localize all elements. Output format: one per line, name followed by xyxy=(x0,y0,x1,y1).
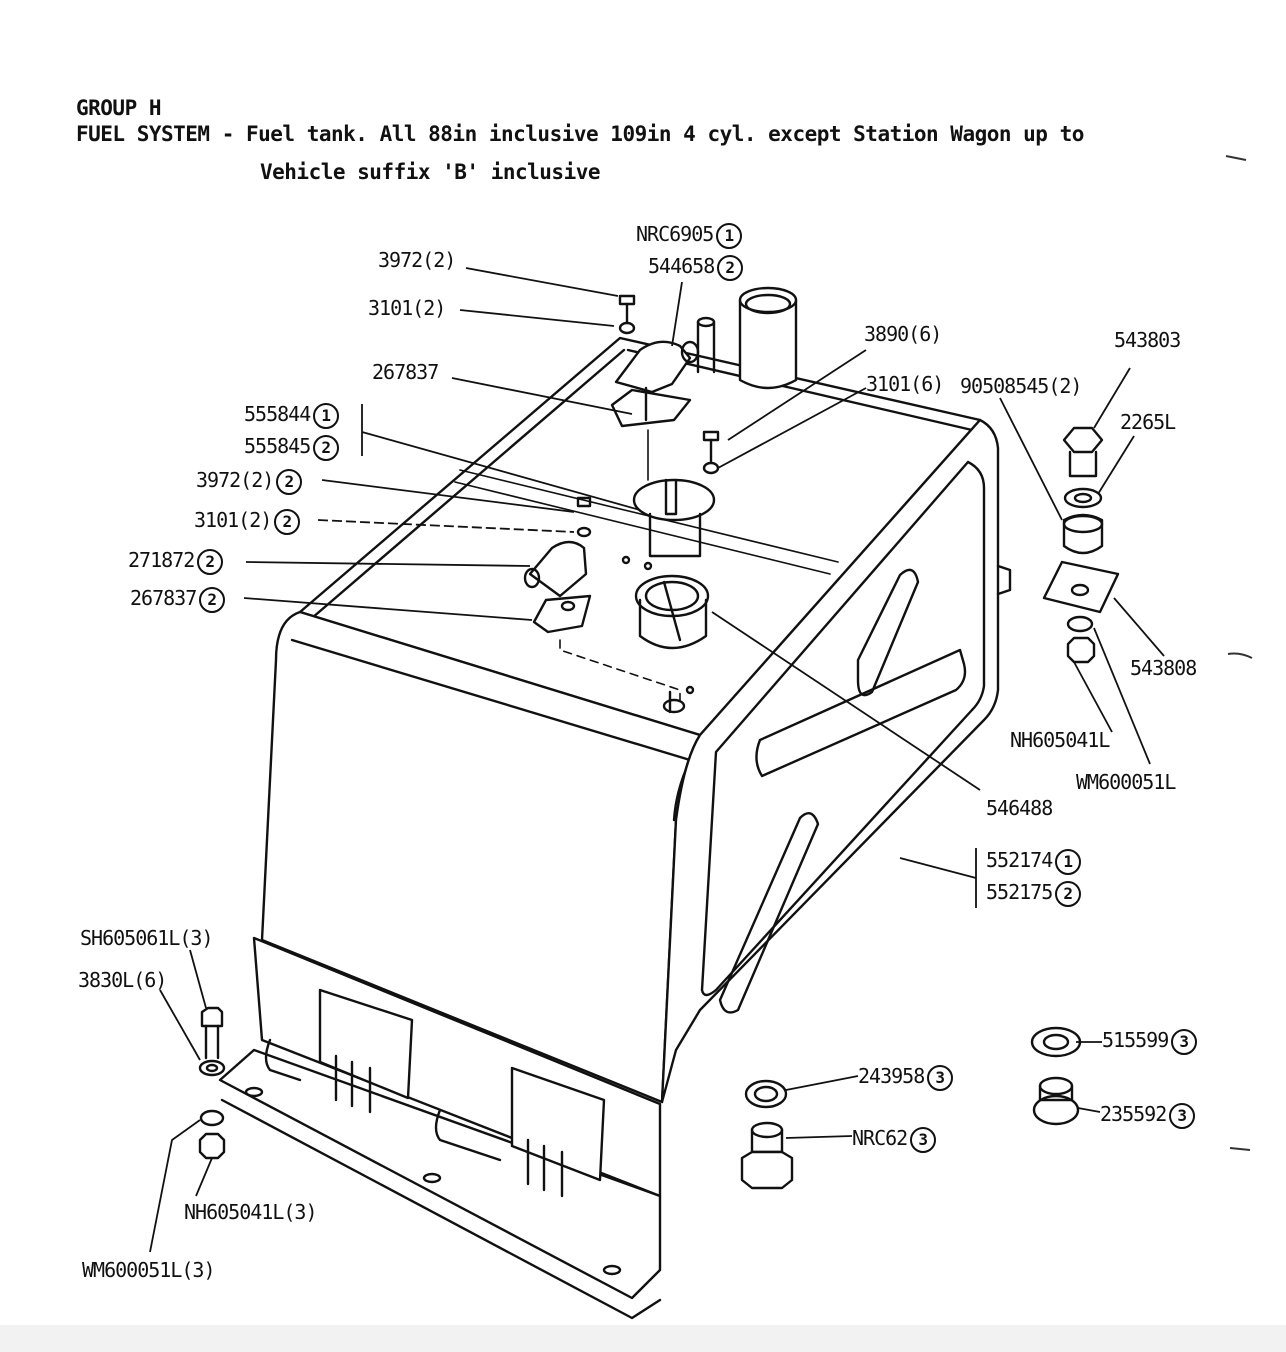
page-bottom-strip xyxy=(0,1325,1286,1352)
mounting-flange xyxy=(218,1048,662,1300)
label-543808: 543808 xyxy=(1130,656,1197,680)
group-heading: GROUP H xyxy=(76,96,162,120)
label-90508545: 90508545(2) xyxy=(960,374,1082,398)
label-wm600051l-3: WM600051L(3) xyxy=(82,1258,215,1282)
label-3101-2: 3101(2)2 xyxy=(194,508,301,535)
diagram-subtitle: Vehicle suffix 'B' inclusive xyxy=(260,160,601,184)
label-3101: 3101(2) xyxy=(368,296,446,320)
label-sh605061l: SH605061L(3) xyxy=(80,926,213,950)
label-267837: 267837 xyxy=(372,360,439,384)
label-3972-2: 3972(2)2 xyxy=(196,468,303,495)
filler-neck xyxy=(738,298,798,390)
label-546488: 546488 xyxy=(986,796,1053,820)
label-nh605041l: NH605041L xyxy=(1010,728,1110,752)
gauge-unit xyxy=(632,478,716,522)
label-3890: 3890(6) xyxy=(864,322,942,346)
label-wm600051l: WM600051L xyxy=(1076,770,1176,794)
label-nh605041l-3: NH605041L(3) xyxy=(184,1200,317,1224)
label-3101-6: 3101(6) xyxy=(866,372,944,396)
label-3830l: 3830L(6) xyxy=(78,968,167,992)
label-3972: 3972(2) xyxy=(378,248,456,272)
label-543803: 543803 xyxy=(1114,328,1181,352)
label-2265l: 2265L xyxy=(1120,410,1176,434)
diagram-title: FUEL SYSTEM - Fuel tank. All 88in inclus… xyxy=(76,122,1084,146)
outlet-elbow xyxy=(614,340,692,394)
